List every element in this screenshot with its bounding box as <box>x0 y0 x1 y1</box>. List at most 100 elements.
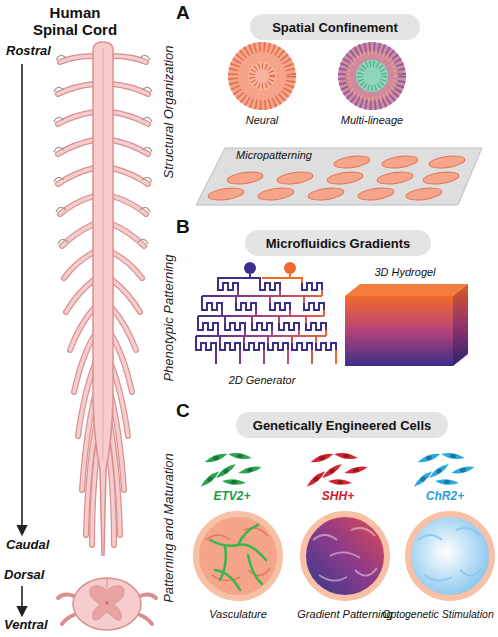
shh-cells-part <box>344 464 369 476</box>
etv2-cells-part <box>215 462 238 480</box>
micropatterning-substrate <box>196 148 482 205</box>
shh-cells-part <box>305 469 327 489</box>
root-ganglia-part <box>54 117 64 122</box>
chr2-cells-part <box>441 451 466 461</box>
micropatterning-substrate-part-part <box>405 186 442 202</box>
item-caption: Vasculature <box>188 608 288 621</box>
item-caption: 3D Hydrogel <box>355 266 455 279</box>
multi-lineage-organoid <box>338 42 406 110</box>
micropatterning-substrate-part-part <box>333 154 370 170</box>
gradient-generator-part-part <box>225 323 245 330</box>
root-ganglia-part <box>56 55 66 60</box>
gradient-generator-part-part <box>202 303 222 310</box>
section-header-pill: Genetically Engineered Cells <box>236 412 448 438</box>
root-ganglia-part <box>142 177 152 182</box>
figure-heading: Human Spinal Cord <box>29 4 121 39</box>
axis-label: Ventral <box>4 618 48 633</box>
gradient-generator-part-part <box>304 303 324 310</box>
gradient-generator-part-part <box>198 323 218 330</box>
micropatterning-substrate-part-part <box>428 154 465 170</box>
side-label: Structural Organization <box>162 12 178 212</box>
multi-lineage-organoid-part <box>356 60 388 92</box>
neural-organoid-part <box>248 62 276 90</box>
optogenetic-organoid-part <box>408 514 492 598</box>
dorsal-ventral-arrow <box>21 586 23 615</box>
cord-cross-section-part <box>90 586 125 621</box>
etv2-cells <box>199 451 262 489</box>
micropatterning-substrate-part-part <box>357 186 394 202</box>
gradient-generator-part-part <box>218 283 238 290</box>
gradient-generator-part-part <box>260 283 280 290</box>
hydrogel-block <box>345 284 468 366</box>
vascularized-organoid-part <box>210 525 266 590</box>
panel-letter: B <box>176 216 190 238</box>
axis-label: Dorsal <box>4 568 44 583</box>
micropatterning-substrate-part-part <box>376 170 413 186</box>
header-text: Microfluidics Gradients <box>266 236 410 251</box>
multi-lineage-organoid-part <box>338 42 406 110</box>
chr2-cells-part <box>451 464 476 476</box>
chr2-cells-part <box>435 478 459 486</box>
micropatterning-substrate-part-part <box>326 170 363 186</box>
gradient-organoid-part <box>303 514 387 598</box>
micropatterning-substrate-part-part <box>226 170 263 186</box>
optogenetic-organoid <box>408 514 492 598</box>
neural-organoid-part <box>252 66 272 86</box>
cord-cross-section-part <box>105 601 108 604</box>
root-ganglia-part <box>58 239 68 244</box>
multi-lineage-organoid-part <box>348 52 396 100</box>
root-ganglia-part <box>56 207 66 212</box>
gradient-generator-part <box>244 262 256 274</box>
gradient-generator-part-part <box>302 283 322 290</box>
root-ganglia-part <box>54 87 64 92</box>
micropatterning-substrate-part-part <box>307 186 344 202</box>
cord-cross-section <box>58 578 156 630</box>
spinal-cord-body <box>93 42 113 555</box>
micropatterning-substrate-part <box>196 148 482 205</box>
gradient-generator-part <box>284 262 296 274</box>
gradient-generator-part-part <box>316 343 336 350</box>
root-ganglia-part <box>54 147 64 152</box>
gradient-generator-part-part <box>196 290 336 364</box>
gradient-generator-part-part <box>270 303 290 310</box>
optogenetic-organoid-part <box>418 528 482 581</box>
vascularized-organoid-part <box>196 514 280 598</box>
shh-cells-part <box>328 478 352 486</box>
etv2-cells-part <box>222 478 246 486</box>
root-ganglia-part <box>142 117 152 122</box>
axis-label: Rostral <box>6 44 51 59</box>
item-caption: Optogenetic Stimulation <box>378 608 498 620</box>
shh-cells-part <box>321 462 344 480</box>
spinal-cord-roots-part <box>58 56 98 545</box>
side-label: Patterning and Maturation <box>162 418 178 637</box>
item-caption: Micropatterning <box>224 149 324 162</box>
axis-label: Caudal <box>6 538 49 553</box>
gene-label: ChR2+ <box>415 490 475 504</box>
side-label: Phenotypic Patterning <box>162 228 178 408</box>
gradient-generator-part-part <box>244 343 264 350</box>
cord-cross-section-part <box>107 578 108 588</box>
root-ganglia-part <box>138 239 148 244</box>
micropatterning-substrate-part <box>207 154 465 202</box>
etv2-cells-part <box>204 451 228 464</box>
header-text: Genetically Engineered Cells <box>253 418 431 433</box>
root-ganglia-part <box>140 55 150 60</box>
multi-lineage-organoid-part <box>360 64 384 88</box>
hydrogel-block-part <box>453 284 468 366</box>
item-caption: Neural <box>222 114 302 127</box>
root-ganglia-part <box>142 147 152 152</box>
root-ganglia-part <box>54 177 64 182</box>
shh-cells-part <box>334 451 359 461</box>
etv2-cells-part <box>199 469 221 489</box>
gradient-generator-part-part <box>279 323 299 330</box>
micropatterning-substrate-part-part <box>381 154 418 170</box>
item-caption: Multi-lineage <box>327 114 417 127</box>
chr2-cells <box>412 451 475 489</box>
gradient-organoid-part <box>313 528 377 581</box>
gene-label: SHH+ <box>308 490 368 504</box>
micropatterning-substrate-part-part <box>207 186 244 202</box>
gradient-generator-part-part <box>268 343 288 350</box>
gene-label: ETV2+ <box>202 490 262 504</box>
gradient-generator-part <box>218 274 260 283</box>
spinal-cord-roots-part <box>108 56 148 545</box>
